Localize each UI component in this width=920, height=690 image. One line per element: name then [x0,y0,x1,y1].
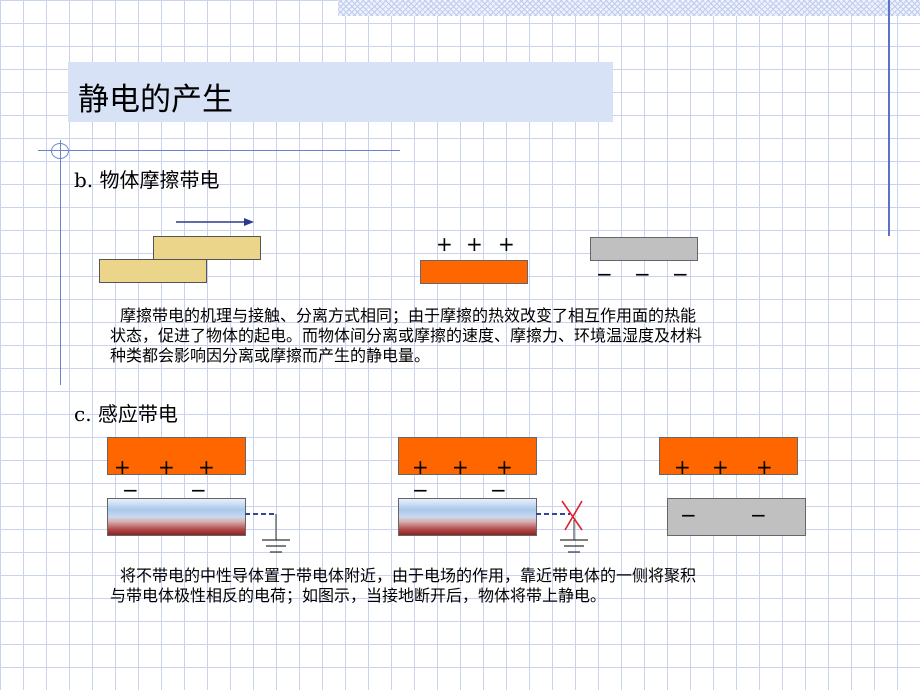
paragraph-line: 状态，促进了物体的起电。而物体间分离或摩擦的速度、摩擦力、环境温湿度及材料 [110,326,703,345]
charged-conductor-3 [667,498,806,536]
minus-sign: − [680,503,697,527]
neutral-conductor-1 [107,498,246,536]
plus-sign: + [158,455,175,479]
minus-sign: − [750,503,767,527]
decorative-vertical-line [60,140,61,385]
minus-sign: − [596,262,613,286]
plus-sign: + [198,455,215,479]
plus-sign: + [498,232,515,256]
positive-charged-bar [420,260,528,284]
ground-connection-1 [245,513,290,553]
induction-heading: c. 感应带电 [74,402,178,426]
upper-friction-bar [153,236,261,260]
paragraph-line: 与带电体极性相反的电荷；如图示，当接地断开后，物体将带上静电。 [110,586,607,605]
paragraph-line: 种类都会影响因分离或摩擦而产生的静电量。 [110,346,431,365]
slide-title: 静电的产生 [78,82,233,118]
decorative-horizontal-line [38,150,400,151]
right-decorative-line [888,0,890,236]
plus-sign: + [756,455,773,479]
paragraph-line: 摩擦带电的机理与接触、分离方式相同；由于摩擦的热效改变了相互作用面的热能 [120,306,697,325]
top-decorative-band [338,0,920,16]
plus-sign: + [466,232,483,256]
plus-sign: + [436,232,453,256]
friction-paragraph: 摩擦带电的机理与接触、分离方式相同；由于摩擦的热效改变了相互作用面的热能 状态，… [110,306,880,366]
charged-body-2 [398,437,537,475]
charged-body-1 [107,437,246,475]
induction-paragraph: 将不带电的中性导体置于带电体附近，由于电场的作用，靠近带电体的一侧将聚积 与带电… [110,566,880,606]
lower-friction-bar [99,259,207,283]
decorative-circle [51,143,69,159]
minus-sign: − [412,478,429,502]
negative-charged-bar [590,237,698,261]
minus-sign: − [490,478,507,502]
plus-sign: + [712,455,729,479]
plus-sign: + [452,455,469,479]
plus-sign: + [412,455,429,479]
disconnect-cross-icon [561,500,583,531]
plus-sign: + [674,455,691,479]
plus-sign: + [496,455,513,479]
neutral-conductor-2 [398,498,537,536]
minus-sign: − [672,262,689,286]
minus-sign: − [634,262,651,286]
motion-arrow-head [244,218,254,226]
minus-sign: − [190,478,207,502]
charged-body-3 [659,437,798,475]
minus-sign: − [122,478,139,502]
plus-sign: + [114,455,131,479]
paragraph-line: 将不带电的中性导体置于带电体附近，由于电场的作用，靠近带电体的一侧将聚积 [120,566,697,585]
title-banner [68,62,613,122]
friction-heading: b. 物体摩擦带电 [74,168,220,192]
ground-connection-2 [536,513,588,553]
